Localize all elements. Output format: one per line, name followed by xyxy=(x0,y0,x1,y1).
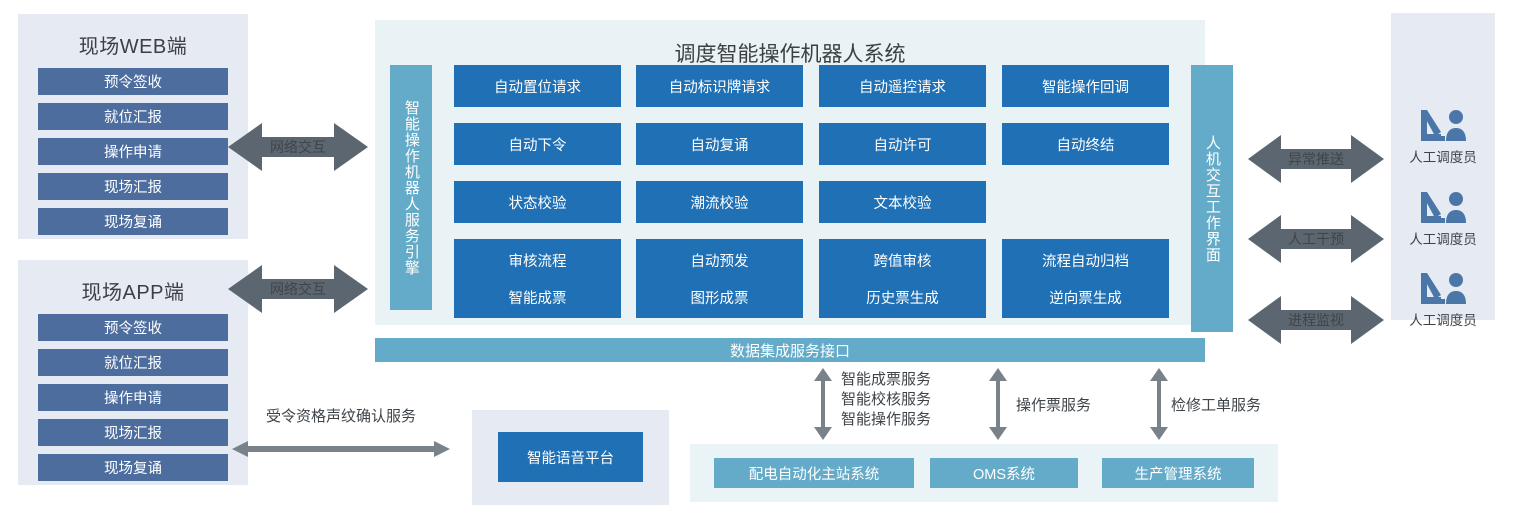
operator-workstation-icon xyxy=(1421,110,1466,141)
operator-2: 人工调度员 xyxy=(1391,271,1495,329)
grid-cell-r2c2[interactable]: 文本校验 xyxy=(819,181,986,223)
operator-1-label: 人工调度员 xyxy=(1409,232,1477,247)
double-arrow-icon xyxy=(1248,296,1384,344)
grid-cell-r0c2[interactable]: 自动遥控请求 xyxy=(819,65,986,107)
robot-system-title: 调度智能操作机器人系统 xyxy=(674,43,906,66)
app-client-item-3[interactable]: 现场汇报 xyxy=(38,419,228,446)
process-monitor-arrow: 进程监视 xyxy=(1248,291,1384,349)
grid-cell-r1c3[interactable]: 自动终结 xyxy=(1002,123,1169,165)
operator-0: 人工调度员 xyxy=(1391,108,1495,166)
system-button-0[interactable]: 配电自动化主站系统 xyxy=(714,458,914,488)
voice-platform-panel: 智能语音平台 xyxy=(472,410,669,505)
operator-2-label: 人工调度员 xyxy=(1409,313,1477,328)
external-systems-panel: 配电自动化主站系统 OMS系统 生产管理系统 xyxy=(690,444,1278,502)
app-client-item-1[interactable]: 就位汇报 xyxy=(38,349,228,376)
double-arrow-icon xyxy=(228,265,368,313)
network-arrow-web: 网络交互 xyxy=(228,118,368,176)
robot-system-panel: 调度智能操作机器人系统 智能操作机器人服务引擎 自动置位请求 自动标识牌请求 自… xyxy=(375,20,1233,332)
manual-intervention-label: 人工干预 xyxy=(1288,231,1344,247)
app-client-item-4[interactable]: 现场复诵 xyxy=(38,454,228,481)
manual-intervention-arrow: 人工干预 xyxy=(1248,210,1384,268)
grid-cell-r0c3[interactable]: 智能操作回调 xyxy=(1002,65,1169,107)
network-arrow-app: 网络交互 xyxy=(228,260,368,318)
network-arrow-web-label: 网络交互 xyxy=(270,139,326,155)
grid-cell-r2c0[interactable]: 状态校验 xyxy=(454,181,621,223)
voice-double-arrow-icon xyxy=(232,441,450,457)
exception-push-label: 异常推送 xyxy=(1288,151,1344,167)
service-arrow-1 xyxy=(987,368,1009,440)
service-arrow-2 xyxy=(1148,368,1170,440)
double-arrow-icon xyxy=(1248,135,1384,183)
grid-cell-r4c2[interactable]: 历史票生成 xyxy=(819,276,986,318)
data-integration-bus: 数据集成服务接口 xyxy=(375,338,1205,362)
service-arrow-0 xyxy=(812,368,834,440)
grid-cell-r3c3[interactable]: 流程自动归档 xyxy=(1002,239,1169,281)
service-label-2: 检修工单服务 xyxy=(1171,397,1262,414)
double-arrow-icon xyxy=(228,123,368,171)
grid-cell-r1c0[interactable]: 自动下令 xyxy=(454,123,621,165)
web-client-item-3[interactable]: 现场汇报 xyxy=(38,173,228,200)
operator-1: 人工调度员 xyxy=(1391,190,1495,248)
web-client-panel: 现场WEB端 预令签收 就位汇报 操作申请 现场汇报 现场复诵 xyxy=(18,14,248,239)
web-client-title: 现场WEB端 xyxy=(78,36,188,58)
voice-arrow-group: 受令资格声纹确认服务 xyxy=(232,405,450,465)
operator-0-label: 人工调度员 xyxy=(1409,150,1477,165)
vertical-double-arrow-icon xyxy=(989,368,1007,440)
vertical-double-arrow-icon xyxy=(814,368,832,440)
app-client-item-0[interactable]: 预令签收 xyxy=(38,314,228,341)
hmi-interface-label: 人机交互工作界面 xyxy=(1203,134,1221,263)
voice-platform-button[interactable]: 智能语音平台 xyxy=(498,432,643,482)
service-label-0: 智能成票服务 智能校核服务 智能操作服务 xyxy=(841,371,932,428)
hmi-interface-bar: 人机交互工作界面 xyxy=(1191,65,1233,332)
grid-cell-r1c1[interactable]: 自动复诵 xyxy=(636,123,803,165)
data-integration-bus-label: 数据集成服务接口 xyxy=(729,342,850,360)
process-monitor-label: 进程监视 xyxy=(1288,312,1344,328)
service-label-1: 操作票服务 xyxy=(1016,397,1092,414)
network-arrow-app-label: 网络交互 xyxy=(270,281,326,297)
grid-cell-r4c0[interactable]: 智能成票 xyxy=(454,276,621,318)
grid-cell-r4c1[interactable]: 图形成票 xyxy=(636,276,803,318)
voice-arrow-label: 受令资格声纹确认服务 xyxy=(265,408,416,425)
grid-cell-r1c2[interactable]: 自动许可 xyxy=(819,123,986,165)
grid-cell-r4c3[interactable]: 逆向票生成 xyxy=(1002,276,1169,318)
operators-panel: 人工调度员 人工调度员 人工调度员 xyxy=(1391,13,1495,328)
web-client-item-2[interactable]: 操作申请 xyxy=(38,138,228,165)
grid-cell-r3c2[interactable]: 跨值审核 xyxy=(819,239,986,281)
system-button-2[interactable]: 生产管理系统 xyxy=(1102,458,1254,488)
app-client-item-2[interactable]: 操作申请 xyxy=(38,384,228,411)
operator-workstation-icon xyxy=(1421,273,1466,304)
web-client-item-4[interactable]: 现场复诵 xyxy=(38,208,228,235)
grid-cell-r0c1[interactable]: 自动标识牌请求 xyxy=(636,65,803,107)
web-client-item-0[interactable]: 预令签收 xyxy=(38,68,228,95)
operator-workstation-icon xyxy=(1421,192,1466,223)
grid-cell-r3c1[interactable]: 自动预发 xyxy=(636,239,803,281)
web-client-item-1[interactable]: 就位汇报 xyxy=(38,103,228,130)
exception-push-arrow: 异常推送 xyxy=(1248,130,1384,188)
grid-cell-r0c0[interactable]: 自动置位请求 xyxy=(454,65,621,107)
app-client-title: 现场APP端 xyxy=(81,282,185,304)
grid-cell-r3c0[interactable]: 审核流程 xyxy=(454,239,621,281)
app-client-panel: 现场APP端 预令签收 就位汇报 操作申请 现场汇报 现场复诵 xyxy=(18,260,248,485)
grid-cell-r2c1[interactable]: 潮流校验 xyxy=(636,181,803,223)
robot-service-engine-bar: 智能操作机器人服务引擎 xyxy=(390,65,432,310)
robot-service-engine-label: 智能操作机器人服务引擎 xyxy=(402,99,420,276)
double-arrow-icon xyxy=(1248,215,1384,263)
system-button-1[interactable]: OMS系统 xyxy=(930,458,1078,488)
vertical-double-arrow-icon xyxy=(1150,368,1168,440)
